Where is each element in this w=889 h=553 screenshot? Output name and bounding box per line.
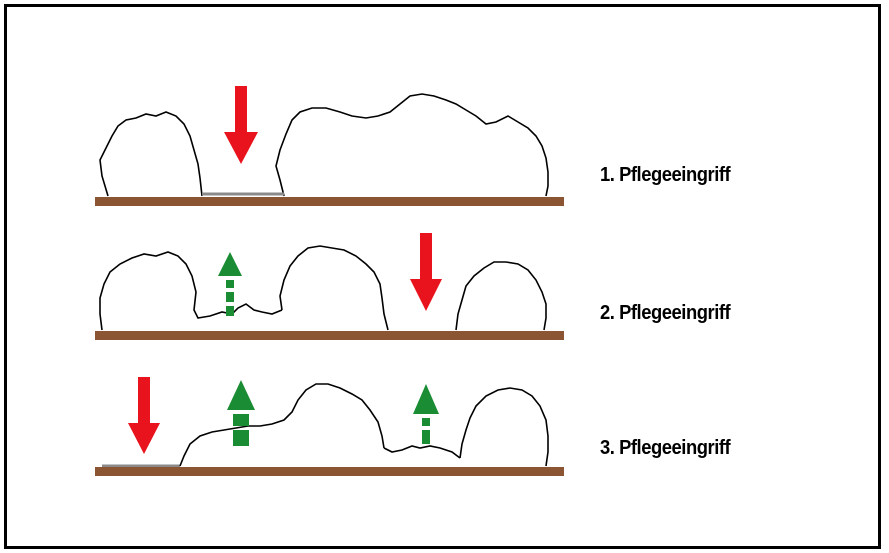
bush-outline <box>455 261 547 331</box>
ground-line <box>95 331 564 340</box>
step-label-3: 3. Pflegeeingriff <box>600 437 731 459</box>
step-label-2: 2. Pflegeeingriff <box>600 302 731 324</box>
bush-outline <box>459 387 549 467</box>
diagram-frame <box>4 4 881 549</box>
row-1 <box>95 86 564 206</box>
step-label-1: 1. Pflegeeingriff <box>600 164 731 186</box>
bush-outline <box>279 245 389 331</box>
bush-outline <box>383 445 461 459</box>
arrow-up-dashed-icon <box>413 384 439 444</box>
bush-outline <box>99 111 203 197</box>
row-2 <box>95 233 564 340</box>
ground-line <box>95 467 564 476</box>
arrow-up-dashed-icon <box>218 252 242 316</box>
arrow-down-icon <box>410 233 442 311</box>
arrow-down-icon <box>224 86 258 164</box>
bush-outline <box>99 251 283 331</box>
bush-outline <box>275 93 549 197</box>
arrow-down-icon <box>128 377 160 454</box>
bush-outline <box>179 383 385 467</box>
row-3 <box>95 377 564 476</box>
arrow-up-dashed-icon <box>227 380 255 446</box>
ground-line <box>95 197 564 206</box>
